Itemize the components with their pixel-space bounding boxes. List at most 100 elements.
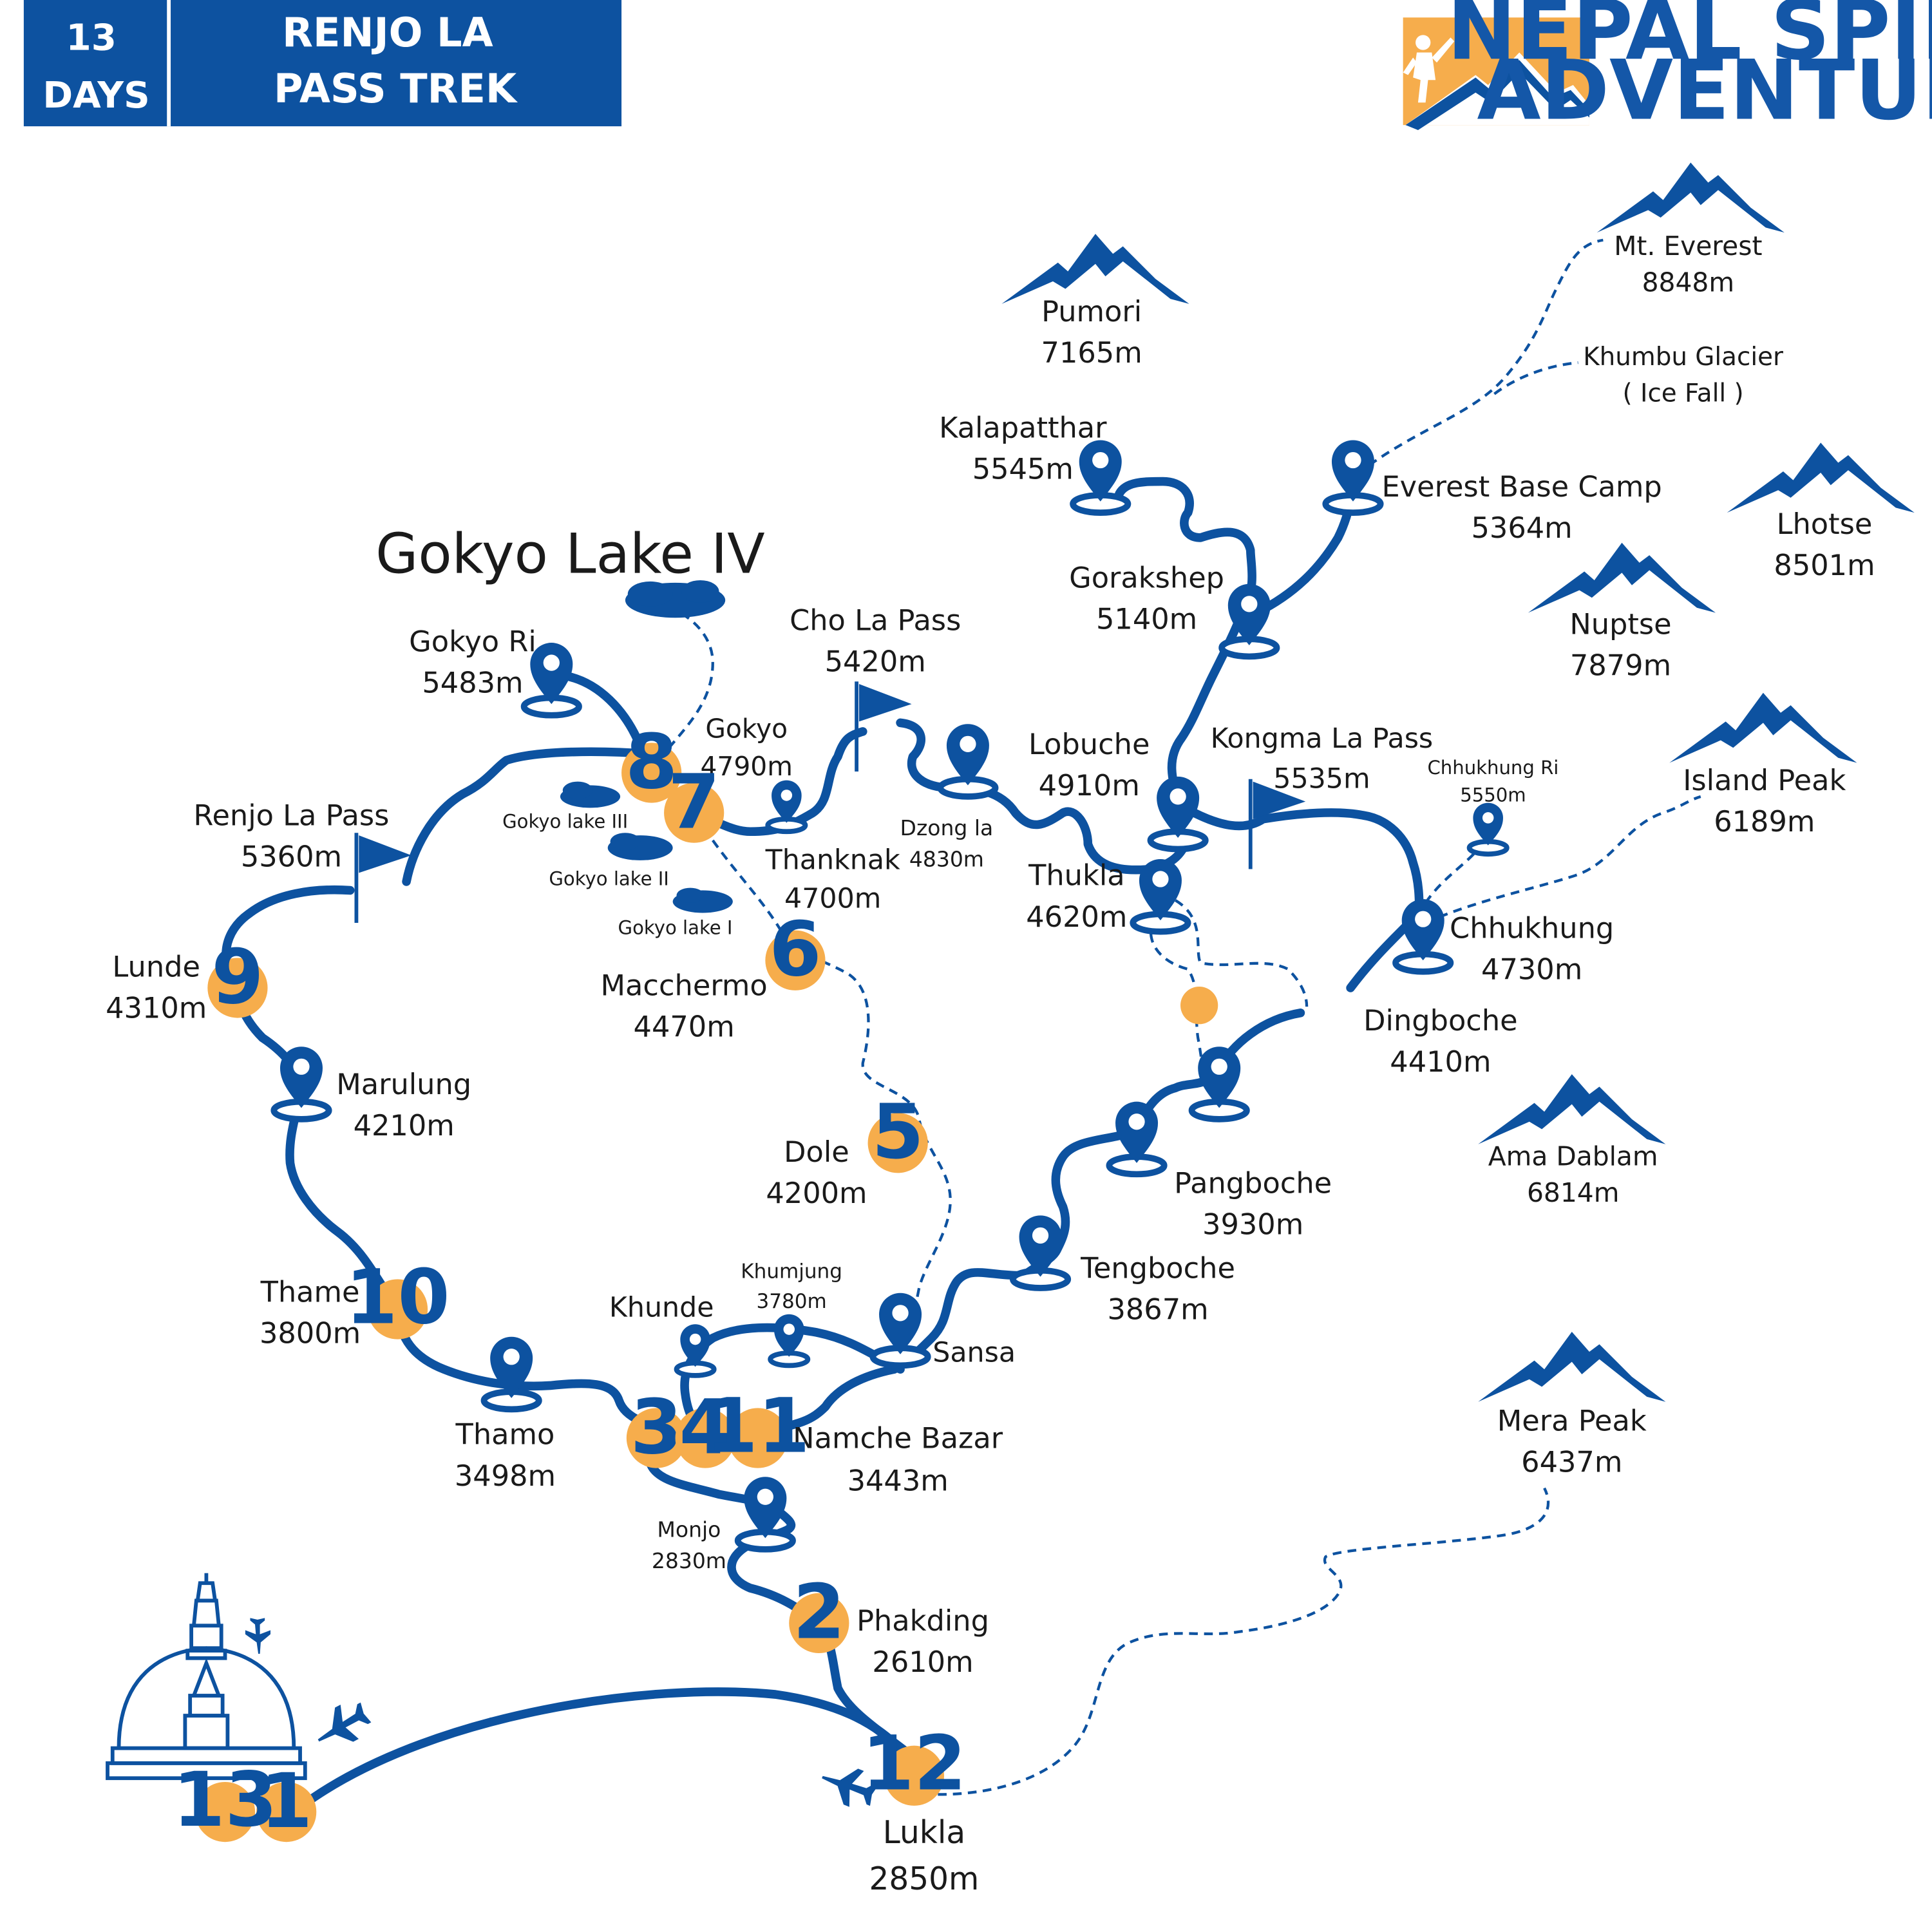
lake-label: Gokyo Lake IV	[375, 522, 765, 586]
place-labels: Renjo La Pass 5360m Cho La Pass 5420m Ko…	[106, 412, 1662, 1897]
map-pin-icon	[940, 724, 995, 797]
place-altitude: 4700m	[784, 883, 881, 915]
place-name: Tengboche	[1080, 1251, 1235, 1285]
place-name: Thame	[260, 1275, 360, 1309]
mountain-icon	[1478, 1074, 1666, 1144]
gokyo-lake-iii-shape	[560, 781, 621, 808]
mountain-icon	[1001, 234, 1189, 304]
pass-name: Kongma La Pass	[1211, 723, 1434, 755]
brand-line2: ADVENTURE	[1477, 43, 1932, 138]
place-name: Khunde	[609, 1292, 714, 1324]
mountain-icon	[1669, 692, 1857, 763]
place-altitude: 4470m	[634, 1010, 735, 1044]
place-altitude: 4410m	[1390, 1045, 1491, 1079]
map-pin-icon	[1073, 440, 1128, 513]
map-pin-icon	[873, 1293, 927, 1366]
route-gokyori-gokyo	[558, 670, 643, 745]
route-lobuche-kalapatthar	[1115, 477, 1256, 817]
day-markers: 1 13 2 3 4 11 5 6 8 7 9 10 12	[173, 719, 1218, 1845]
place-altitude: 5550m	[1460, 784, 1526, 806]
place-altitude: 4200m	[766, 1177, 867, 1210]
day-marker	[884, 1745, 945, 1806]
day-marker	[621, 743, 682, 803]
mountain-icon	[1528, 542, 1716, 613]
day-number: 7	[668, 759, 720, 846]
place-name: Sansa	[933, 1337, 1016, 1369]
day-marker	[675, 1408, 735, 1468]
mountain-altitude: 8501m	[1774, 549, 1875, 582]
trek-header: 13 DAYS RENJO LA PASS TREK	[23, 0, 622, 127]
day-number: 9	[211, 934, 263, 1021]
gokyo-lake-ii-shape	[607, 833, 673, 860]
mountain-altitude: 6437m	[1521, 1445, 1622, 1479]
trail-gokyo-lake-iv	[668, 609, 714, 749]
place-altitude: 4310m	[106, 992, 207, 1025]
trail-island-peak	[1425, 795, 1701, 924]
mountain-altitude: 7879m	[1570, 649, 1671, 683]
day-number: 4	[679, 1384, 732, 1471]
lake-label: Gokyo lake III	[502, 810, 628, 832]
place-name: Dingboche	[1363, 1004, 1517, 1037]
hiker-mountain-icon	[1403, 35, 1589, 130]
trail-lukla-mera	[938, 1487, 1549, 1796]
header-days-label: DAYS	[43, 75, 149, 117]
place-name: Dzong la	[900, 815, 994, 840]
mountain-name: Lhotse	[1777, 507, 1873, 541]
map-pin-icon	[676, 1324, 714, 1376]
map-pin-icon	[768, 781, 805, 832]
map-pin-icon	[484, 1337, 538, 1410]
header-days-number: 13	[66, 17, 117, 59]
pass-altitude: 5360m	[241, 840, 342, 874]
map-pin-icon	[1396, 899, 1450, 972]
route-gokyo-cholapass	[689, 727, 867, 837]
place-name: Phakding	[857, 1604, 989, 1638]
place-name: Lobuche	[1028, 728, 1150, 761]
day-marker	[194, 1781, 256, 1842]
mountain-altitude: 6814m	[1527, 1177, 1619, 1208]
brand-logo: NEPAL SPIRIT ADVENTURE	[1403, 0, 1932, 138]
place-altitude: 3498m	[455, 1459, 556, 1493]
place-name: Dole	[784, 1135, 849, 1169]
day-number: 8	[625, 719, 677, 806]
route-chhukhung-dingboche	[1346, 921, 1412, 992]
stupa-icon	[106, 1573, 307, 1781]
day-marker	[207, 958, 268, 1018]
day-marker	[256, 1781, 317, 1842]
day-number: 3	[630, 1384, 683, 1471]
mountain-icon	[1727, 442, 1915, 513]
place-altitude: 4830m	[909, 847, 984, 872]
place-altitude: 3930m	[1202, 1208, 1303, 1242]
place-name: Thukla	[1028, 859, 1125, 893]
day-number: 6	[769, 907, 821, 994]
place-name: Marulung	[336, 1068, 471, 1101]
pass-name: Renjo La Pass	[193, 799, 389, 833]
place-name: Gokyo Ri	[409, 625, 536, 659]
day-marker	[367, 1279, 428, 1340]
route-cholapass-lobuche	[896, 718, 1193, 875]
place-altitude: 3867m	[1107, 1293, 1208, 1327]
place-name: Lukla	[883, 1815, 965, 1851]
mountain-name: Nuptse	[1569, 607, 1671, 641]
place-name: Kalapatthar	[939, 412, 1107, 445]
pass-altitude: 5535m	[1273, 762, 1370, 795]
place-altitude: 3800m	[260, 1316, 361, 1350]
day-number: 12	[862, 1721, 966, 1808]
mountain-name: Mt. Everest	[1614, 231, 1762, 261]
route-lobuche-chhukhung	[1189, 808, 1424, 918]
day-marker	[728, 1408, 788, 1468]
place-altitude: 5364m	[1472, 511, 1573, 545]
place-altitude: 2610m	[872, 1645, 973, 1679]
place-name: Gokyo	[705, 714, 788, 744]
place-altitude: 2850m	[869, 1861, 980, 1897]
place-name: Pangboche	[1174, 1166, 1332, 1200]
day-marker	[664, 782, 724, 843]
map-pin-icon	[1222, 584, 1276, 657]
place-altitude: 5140m	[1096, 603, 1197, 636]
place-name: Everest Base Camp	[1381, 470, 1662, 504]
place-altitude: 3780m	[756, 1290, 826, 1313]
day-number: 10	[345, 1254, 450, 1341]
waypoint-dot	[1180, 987, 1218, 1025]
header-title-line2: PASS TREK	[274, 65, 518, 112]
airplane-icon	[308, 1696, 375, 1756]
place-name: Khumjung	[741, 1260, 842, 1283]
